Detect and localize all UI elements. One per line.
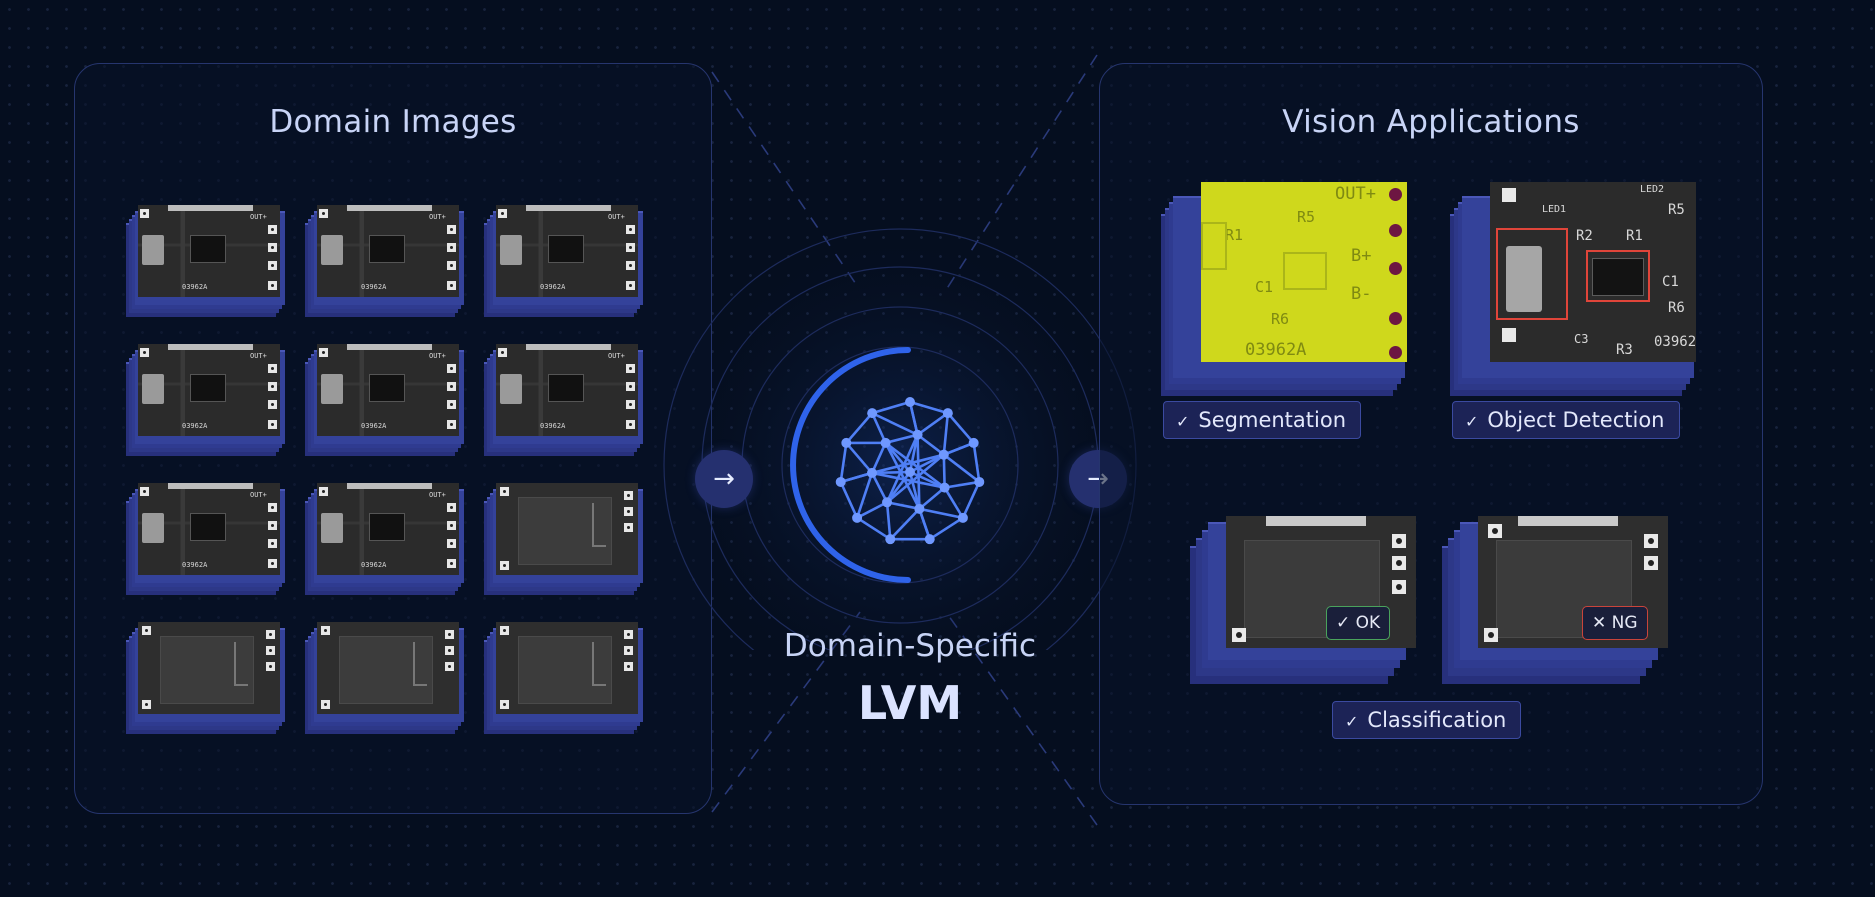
domain-image-thumbnail: OUT+03962A	[305, 483, 464, 595]
domain-image-thumbnail: OUT+03962A	[126, 205, 285, 317]
vision-applications-title: Vision Applications	[1282, 104, 1580, 140]
object-detection-image: LED2 LED1 R5 R2 R1 C1 R6 C3 R3 03962	[1490, 182, 1696, 362]
network-sphere-icon	[835, 397, 985, 545]
domain-image-thumbnail	[484, 483, 643, 595]
segmentation-mask-image: OUT+ R5 R1 B+ C1 B- R6 03962A	[1201, 182, 1407, 362]
domain-image-thumbnail	[484, 622, 643, 734]
ng-badge: ✕ NG	[1582, 606, 1648, 640]
domain-image-thumbnail	[126, 622, 285, 734]
arrow-right-icon: →	[695, 450, 753, 508]
classification-label: ✓Classification	[1332, 701, 1522, 739]
x-icon: ✕	[1592, 613, 1607, 633]
segmentation-image-stack: OUT+ R5 R1 B+ C1 B- R6 03962A	[1161, 180, 1407, 396]
progress-arc	[790, 347, 911, 583]
segmentation-label: ✓Segmentation	[1163, 401, 1362, 439]
object-detection-image-stack: LED2 LED1 R5 R2 R1 C1 R6 C3 R3 03962	[1450, 180, 1696, 396]
domain-image-thumbnail: OUT+03962A	[305, 205, 464, 317]
lvm-title: LVM	[857, 676, 963, 730]
classification-ng-image: ✕ NG	[1478, 516, 1668, 648]
detection-box-chip	[1586, 250, 1650, 302]
domain-image-thumbnail	[305, 622, 464, 734]
check-icon: ✓	[1336, 613, 1351, 633]
detection-box-port	[1496, 228, 1568, 320]
domain-images-title: Domain Images	[269, 104, 517, 140]
lvm-subtitle: Domain-Specific	[783, 628, 1037, 664]
domain-image-thumbnail: OUT+03962A	[305, 344, 464, 456]
ok-badge: ✓ OK	[1326, 606, 1391, 640]
check-icon: ✓	[1465, 412, 1479, 431]
object-detection-label: ✓Object Detection	[1452, 401, 1680, 439]
classification-ok-image-stack: ✓ OK	[1190, 516, 1416, 684]
classification-ok-image: ✓ OK	[1226, 516, 1416, 648]
domain-image-thumbnail: OUT+03962A	[126, 483, 285, 595]
domain-image-thumbnail: OUT+03962A	[126, 344, 285, 456]
domain-image-thumbnail: OUT+03962A	[484, 205, 643, 317]
check-icon: ✓	[1176, 412, 1190, 431]
classification-ng-image-stack: ✕ NG	[1442, 516, 1668, 684]
check-icon: ✓	[1345, 712, 1359, 731]
domain-image-thumbnail: OUT+03962A	[484, 344, 643, 456]
